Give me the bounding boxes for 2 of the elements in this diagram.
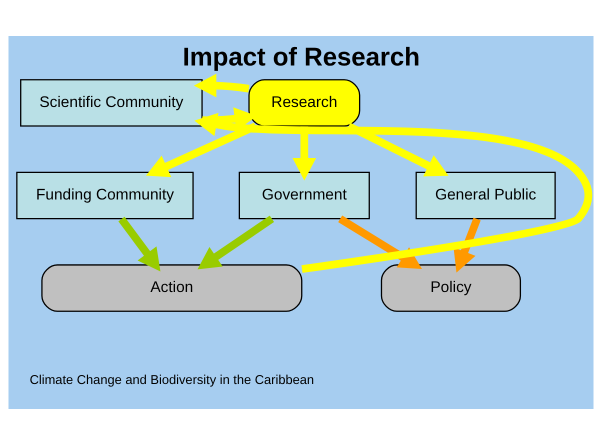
caption: Climate Change and Biodiversity in the Caribbean bbox=[30, 372, 314, 387]
diagram-title: Impact of Research bbox=[182, 44, 420, 72]
